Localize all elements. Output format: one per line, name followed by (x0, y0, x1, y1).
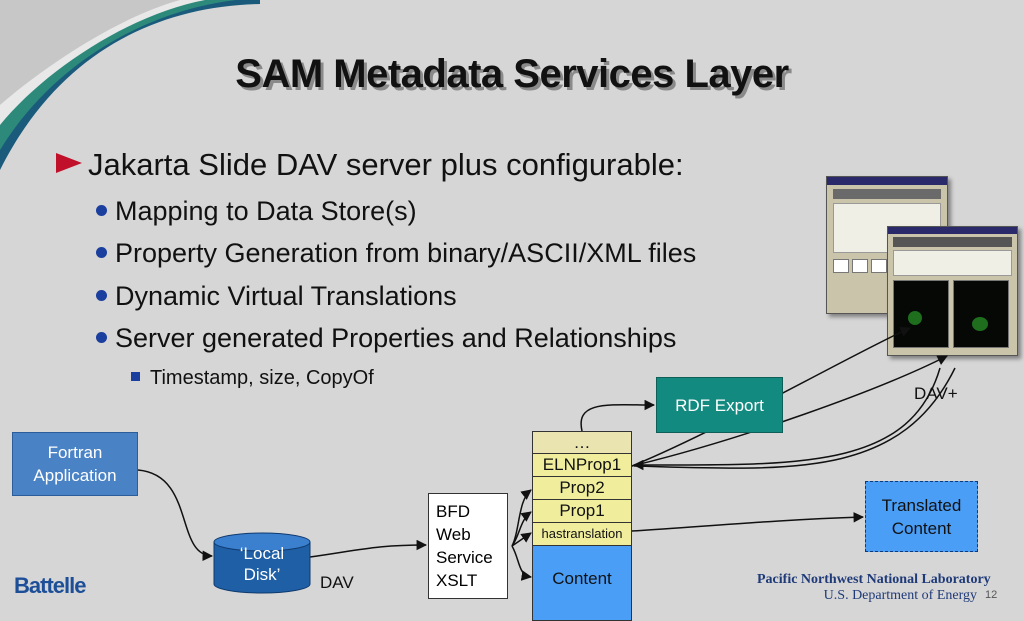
bullet-level3: Timestamp, size, CopyOf (131, 367, 374, 390)
stack-cell-ellipsis: … (532, 431, 632, 454)
bfd-line: Service (436, 548, 493, 567)
bullet-text: Property Generation from binary/ASCII/XM… (115, 238, 697, 268)
dav-label: DAV (320, 573, 354, 592)
bullet-level1: Jakarta Slide DAV server plus configurab… (56, 147, 684, 183)
dot-bullet-icon (96, 247, 107, 258)
local-disk-line2: Disk’ (243, 565, 281, 584)
property-stack: … ELNProp1 Prop2 Prop1 hastranslation Co… (532, 431, 632, 621)
pnnl-footer: Pacific Northwest National Laboratory U.… (757, 572, 991, 604)
stack-cell-content: Content (532, 546, 632, 621)
stack-cell-hastranslation: hastranslation (532, 523, 632, 546)
page-number: 12 (985, 589, 998, 601)
translated-line2: Content (891, 518, 952, 538)
bfd-web-service-box: BFD Web Service XSLT (428, 493, 508, 599)
bullet-text: Dynamic Virtual Translations (115, 281, 457, 311)
local-disk-line1: ‘Local (239, 544, 285, 563)
bullet-text: Server generated Properties and Relation… (115, 323, 677, 353)
stack-cell-prop2: Prop2 (532, 477, 632, 500)
arrow-bullet-icon (56, 153, 82, 173)
dept-name: U.S. Department of Energy (823, 588, 977, 603)
local-disk-cylinder (213, 532, 311, 594)
bfd-line: XSLT (436, 571, 478, 590)
stack-cell-elnprop1: ELNProp1 (532, 454, 632, 477)
dav-plus-label: DAV+ (914, 384, 958, 403)
fortran-label-line1: Fortran (47, 443, 103, 462)
rdf-export-box: RDF Export (656, 377, 783, 433)
bullet-level2: Property Generation from binary/ASCII/XM… (96, 238, 696, 269)
slide-title: SAM Metadata Services Layer (235, 52, 789, 96)
square-bullet-icon (131, 372, 140, 381)
org-name: Pacific Northwest National Laboratory (757, 572, 991, 587)
bfd-line: BFD (436, 502, 470, 521)
battelle-logo: Battelle (14, 573, 86, 598)
dot-bullet-icon (96, 290, 107, 301)
bullet-text: Mapping to Data Store(s) (115, 196, 417, 226)
fortran-label-line2: Application (33, 466, 117, 485)
stack-cell-prop1: Prop1 (532, 500, 632, 523)
bullet-level2: Dynamic Virtual Translations (96, 281, 457, 312)
bullet-level2: Mapping to Data Store(s) (96, 196, 417, 227)
notebook-screenshot-front (887, 226, 1018, 356)
corner-swoosh-decoration (0, 0, 260, 170)
bullet-text: Timestamp, size, CopyOf (150, 367, 374, 389)
dot-bullet-icon (96, 332, 107, 343)
dot-bullet-icon (96, 205, 107, 216)
bfd-line: Web (436, 525, 471, 544)
local-disk-label: ‘Local Disk’ (214, 543, 310, 585)
bullet-level2: Server generated Properties and Relation… (96, 323, 676, 354)
bullet-text: Jakarta Slide DAV server plus configurab… (88, 147, 684, 182)
translated-line1: Translated (881, 495, 962, 515)
